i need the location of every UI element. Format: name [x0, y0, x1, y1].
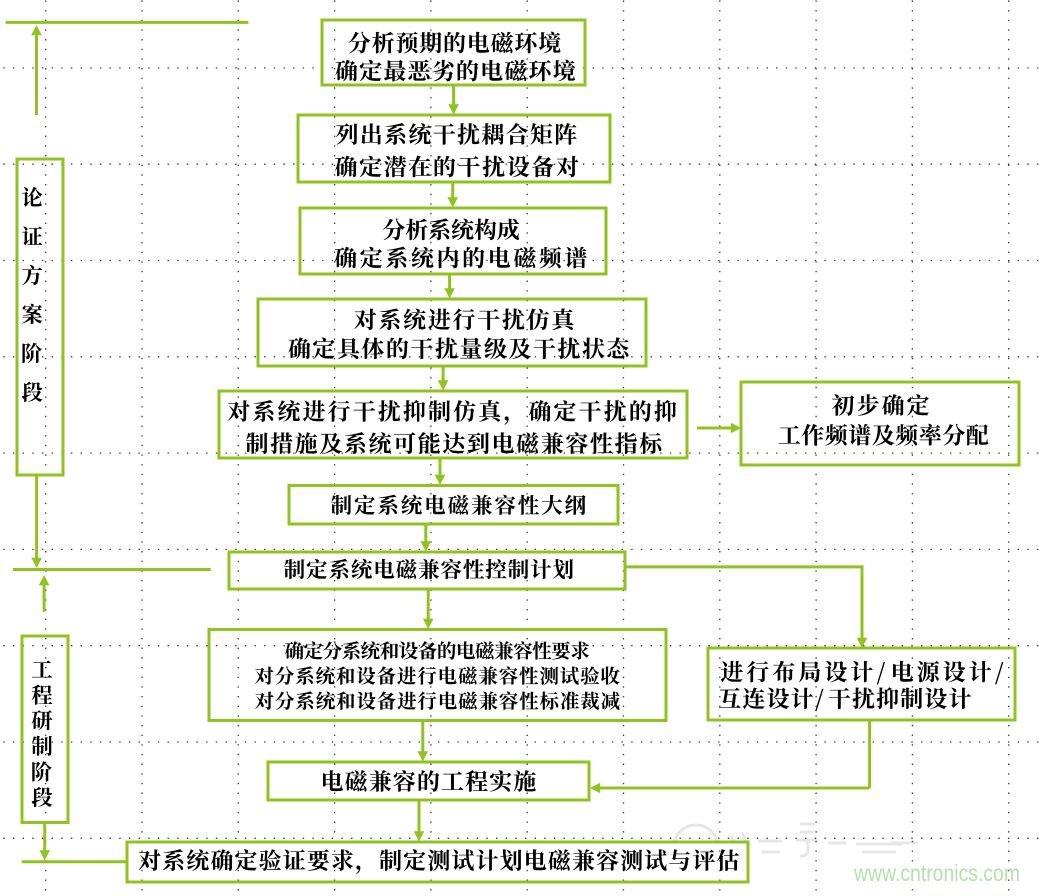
- svg-text:www.cntronics.com: www.cntronics.com: [853, 860, 1020, 886]
